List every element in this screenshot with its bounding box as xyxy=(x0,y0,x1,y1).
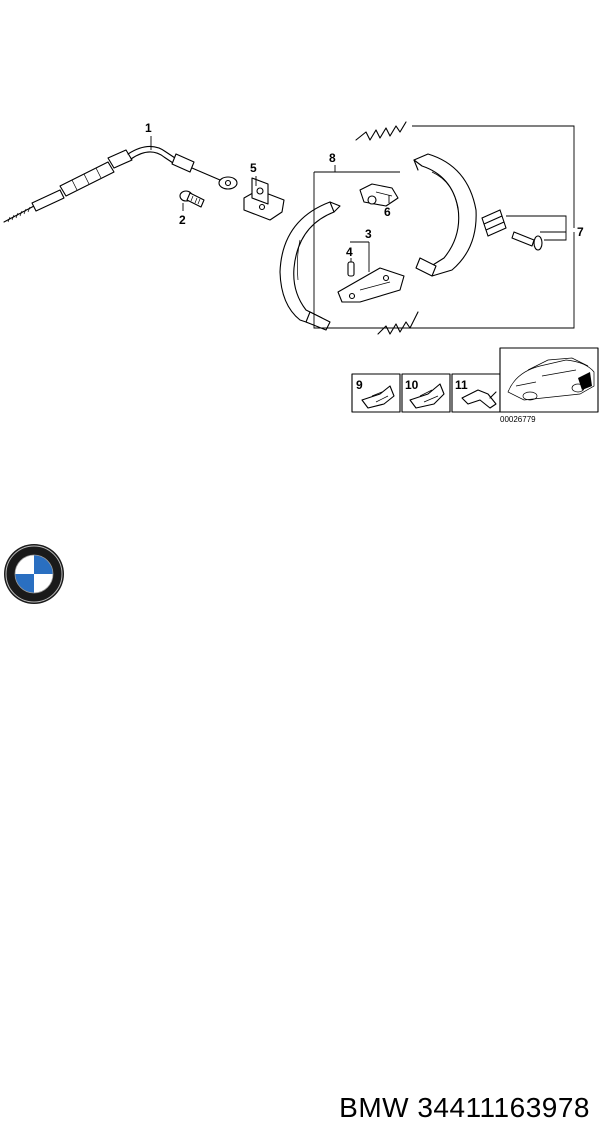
cable-bracket xyxy=(243,177,285,221)
hold-down-pin xyxy=(511,231,543,251)
callout-9: 9 xyxy=(356,378,363,392)
callout-5: 5 xyxy=(250,161,257,175)
callout-2: 2 xyxy=(179,213,186,227)
callout-10: 10 xyxy=(405,378,419,392)
highlight-marker xyxy=(578,372,592,390)
lower-return-spring xyxy=(377,311,419,335)
bmw-logo xyxy=(4,544,64,604)
brake-shoe-right xyxy=(413,153,477,277)
image-code: 00026779 xyxy=(500,415,536,424)
part-11-box: 11 xyxy=(451,373,501,413)
expander-lever xyxy=(337,267,405,303)
brand-footer: BMW 34411163978 xyxy=(0,540,600,1123)
pin xyxy=(347,261,355,277)
adjuster xyxy=(359,183,399,207)
callout-6: 6 xyxy=(384,205,391,219)
hold-down-spring xyxy=(481,209,507,237)
vehicle-locator-box xyxy=(499,347,599,413)
callout-3: 3 xyxy=(365,227,372,241)
bolt xyxy=(179,190,205,208)
brake-cable xyxy=(3,145,238,223)
callout-8: 8 xyxy=(329,151,336,165)
callout-11: 11 xyxy=(455,378,468,392)
callout-4: 4 xyxy=(346,245,353,259)
part-10-box: 10 xyxy=(401,373,451,413)
upper-return-spring xyxy=(355,121,407,141)
callout-1: 1 xyxy=(145,121,152,135)
part-9-box: 9 xyxy=(351,373,401,413)
parking-brake-exploded-diagram: 1 2 5 8 3 4 6 7 9 10 11 00026779 xyxy=(3,121,599,424)
part-number-label: BMW 34411163978 xyxy=(339,1092,590,1123)
callout-7: 7 xyxy=(577,225,584,239)
brake-shoe-left xyxy=(279,201,341,331)
